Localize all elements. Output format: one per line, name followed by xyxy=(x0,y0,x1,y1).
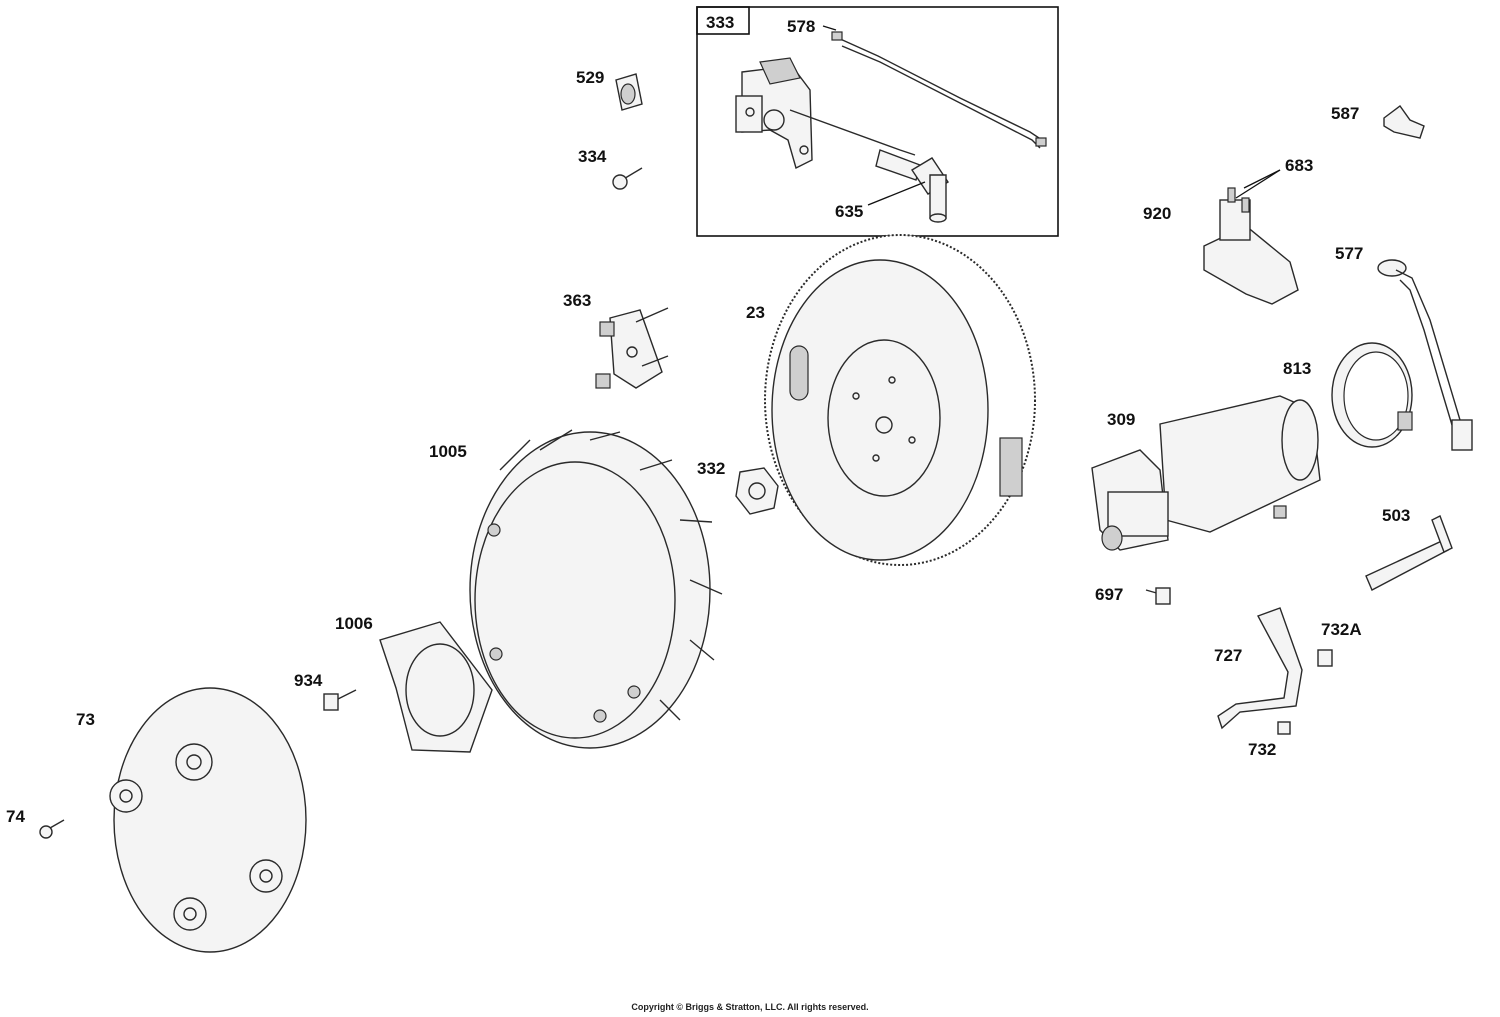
part-label-334: 334 xyxy=(578,147,607,166)
part-label-727: 727 xyxy=(1214,646,1242,665)
part-label-683: 683 xyxy=(1285,156,1313,175)
ignition-armature-drawing xyxy=(735,57,921,181)
bracket-363-drawing xyxy=(595,307,669,389)
screw-74-drawing xyxy=(39,819,65,839)
part-label-732A: 732A xyxy=(1321,620,1362,639)
part-label-529: 529 xyxy=(576,68,604,87)
part-label-1006: 1006 xyxy=(335,614,373,633)
rotating-screen-drawing xyxy=(109,687,307,953)
screw-697-drawing xyxy=(1145,587,1171,605)
part-label-813: 813 xyxy=(1283,359,1311,378)
fan-drawing xyxy=(469,429,723,749)
starter-solenoid-drawing xyxy=(1203,187,1299,305)
part-label-934: 934 xyxy=(294,671,323,690)
clip-587-drawing xyxy=(1383,105,1425,139)
grommet-drawing xyxy=(615,73,643,111)
clamp-band-drawing xyxy=(1331,342,1413,448)
nut-732-drawing xyxy=(1277,721,1291,735)
bracket-727-drawing xyxy=(1217,607,1303,730)
part-labels: 578 635 529 334 363 23 587 683 920 577 8… xyxy=(6,17,1410,826)
part-label-635: 635 xyxy=(835,202,863,221)
starter-cable-drawing xyxy=(1377,259,1473,451)
electric-starter-drawing xyxy=(1091,395,1321,551)
nut-732A-drawing xyxy=(1317,649,1333,667)
part-label-587: 587 xyxy=(1331,104,1359,123)
ground-wire-drawing xyxy=(831,31,1047,149)
kit-box-333: 333 xyxy=(696,6,1059,237)
screw-934-drawing xyxy=(323,689,357,711)
part-label-577: 577 xyxy=(1335,244,1363,263)
part-label-23: 23 xyxy=(746,303,765,322)
spacer-503-drawing xyxy=(1365,515,1453,591)
spark-plug-boot-drawing xyxy=(911,157,949,223)
flywheel-drawing xyxy=(764,234,1036,566)
part-label-920: 920 xyxy=(1143,204,1171,223)
part-label-73: 73 xyxy=(76,710,95,729)
part-label-578: 578 xyxy=(787,17,815,36)
flywheel-nut-drawing xyxy=(735,467,779,515)
screw-334-drawing xyxy=(612,167,643,190)
part-label-332: 332 xyxy=(697,459,725,478)
fan-retainer-drawing xyxy=(379,621,493,753)
leader-lines xyxy=(822,25,1281,206)
part-label-697: 697 xyxy=(1095,585,1123,604)
kit-box-label: 333 xyxy=(706,13,734,32)
part-label-309: 309 xyxy=(1107,410,1135,429)
part-label-74: 74 xyxy=(6,807,25,826)
part-label-732: 732 xyxy=(1248,740,1276,759)
part-label-1005: 1005 xyxy=(429,442,467,461)
copyright-notice: Copyright © Briggs & Stratton, LLC. All … xyxy=(631,1002,869,1012)
part-label-363: 363 xyxy=(563,291,591,310)
part-label-503: 503 xyxy=(1382,506,1410,525)
